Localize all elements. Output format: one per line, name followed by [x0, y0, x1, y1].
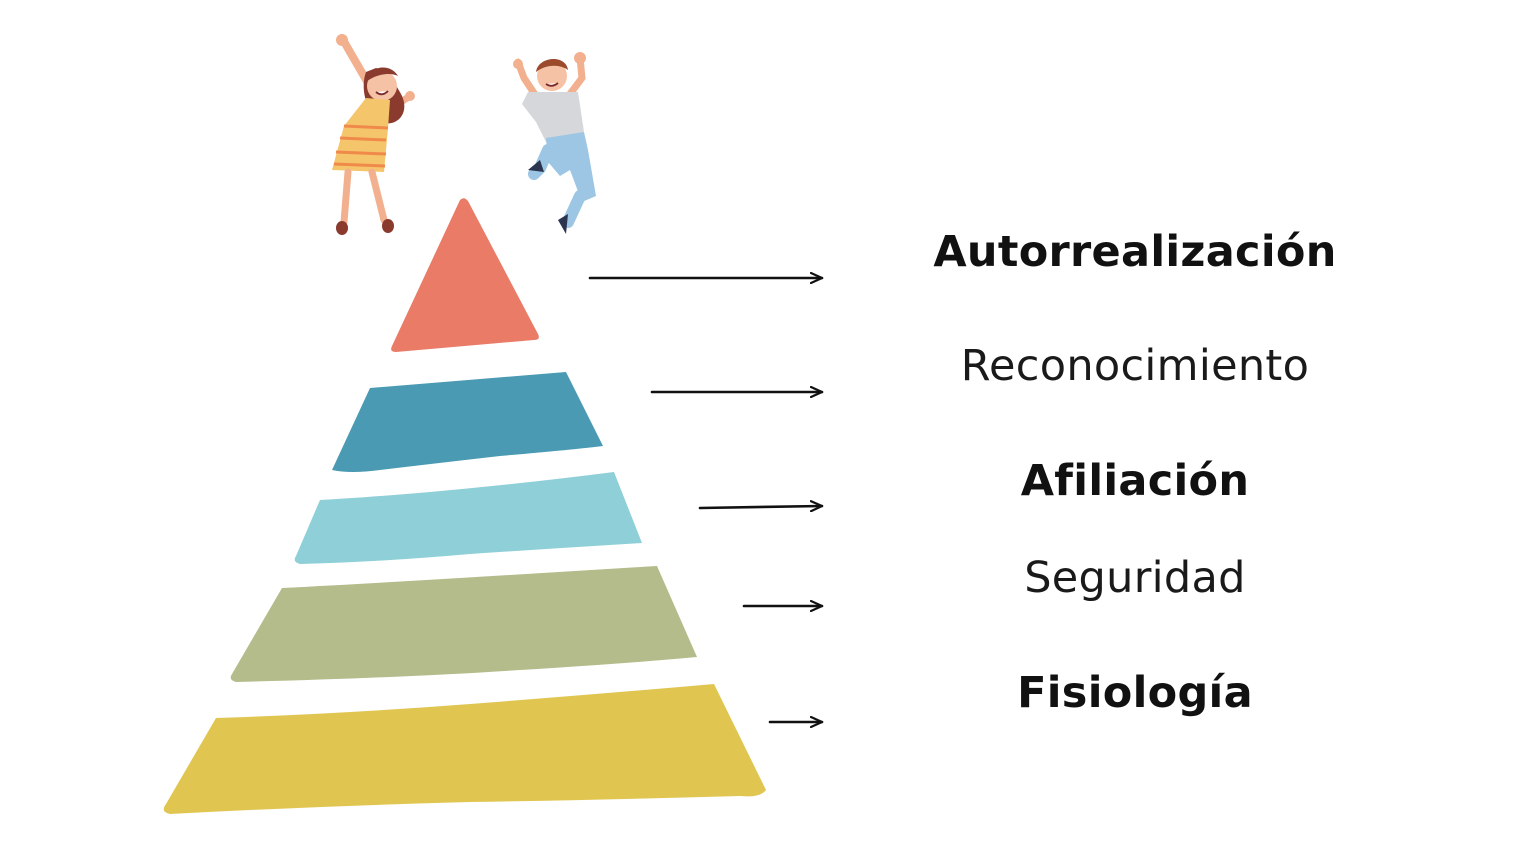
level-label-fisiologia: Fisiología	[1017, 668, 1253, 718]
pyramid-level-fisiologia	[163, 684, 766, 814]
level-label-seguridad: Seguridad	[1024, 553, 1246, 603]
level-label-reconocimiento: Reconocimiento	[960, 341, 1310, 391]
pyramid-level-afiliacion	[294, 472, 642, 564]
celebrating-girl-illustration	[332, 34, 415, 235]
pyramid-level-reconocimiento	[332, 372, 603, 472]
pyramid	[163, 198, 766, 814]
pyramid-level-seguridad	[230, 566, 697, 682]
level-label-afiliacion: Afiliación	[1020, 456, 1250, 506]
jumping-boy-illustration	[513, 52, 596, 234]
pyramid-level-autorrealizacion	[391, 198, 539, 352]
level-label-autorrealizacion: Autorrealización	[933, 227, 1337, 277]
level-arrows	[588, 278, 824, 722]
arrow-afiliacion	[698, 506, 824, 508]
